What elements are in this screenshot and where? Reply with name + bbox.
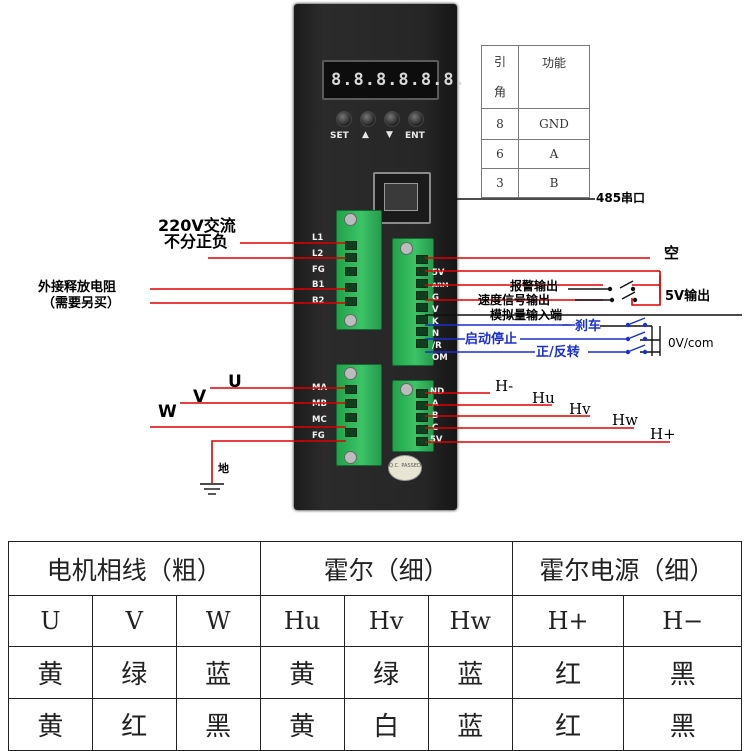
motor-u-label: U	[228, 372, 242, 392]
ov-com-label: 0V/com	[668, 336, 714, 350]
hall-hw-label: Hw	[612, 411, 638, 429]
pin-label-r: /R	[432, 341, 442, 351]
enter-button[interactable]	[408, 111, 424, 127]
pin-label-v: V	[432, 305, 439, 315]
pin-table-header: 引 角 功能	[481, 45, 590, 109]
color-row-b: 黄 红 黑 黄 白 蓝 红 黑	[8, 698, 742, 751]
pin-label-n: N	[432, 329, 440, 339]
pin-label-gnd: ND	[430, 387, 445, 397]
rs485-port	[373, 172, 431, 224]
pin-label-b2: B2	[312, 296, 325, 306]
pin-header-cell: 引 角	[481, 45, 519, 109]
qc-passed-sticker: Q.C. PASSED	[388, 455, 422, 481]
motor-terminal-block	[336, 364, 382, 466]
wire-color-table: 电机相线（粗） 霍尔（细） 霍尔电源（细） U V W Hu Hv Hw H+ …	[8, 541, 743, 751]
terminal-screw	[344, 213, 357, 226]
down-button[interactable]	[384, 111, 400, 127]
terminal-screw	[400, 242, 413, 255]
motor-phase-header: 电机相线（粗）	[8, 541, 261, 596]
ac-input-label-1: 220V交流	[158, 216, 236, 235]
resistor-label-1: 外接释放电阻	[38, 280, 117, 295]
forward-reverse-label: 正/反转	[536, 345, 580, 360]
hall-header: 霍尔（细）	[259, 541, 513, 596]
set-button[interactable]	[336, 111, 352, 127]
led-display: 8.8.8.8.8.8.	[322, 60, 465, 100]
speed-output-label: 速度信号输出	[478, 293, 551, 307]
hall-minus-label: H-	[495, 377, 514, 395]
empty-pin-label: 空	[664, 244, 680, 262]
pin-label-fg: FG	[312, 265, 325, 275]
five-v-output-label: 5V输出	[665, 289, 711, 304]
color-row-a: 黄 绿 蓝 黄 绿 蓝 红 黑	[8, 646, 742, 699]
wire-table-header: 电机相线（粗） 霍尔（细） 霍尔电源（细）	[8, 541, 743, 596]
pin-label-l1: L1	[312, 233, 324, 243]
power-terminal-block	[336, 210, 382, 330]
pin-table-row: 3 B	[481, 168, 590, 198]
pin-label-k: K	[432, 317, 439, 327]
resistor-label-2: （需要另买）	[42, 296, 121, 311]
pin-table-row: 8 GND	[481, 108, 590, 140]
up-label: ▲	[362, 130, 369, 140]
display-digits: 8.8.8.8.8.8.	[331, 70, 466, 90]
pin-label-com: OM	[432, 353, 448, 363]
pin-label-fg2: FG	[312, 431, 325, 441]
signal-row: U V W Hu Hv Hw H+ H−	[8, 595, 742, 647]
terminal-screw	[400, 383, 413, 396]
terminal-screw	[344, 367, 357, 380]
function-header-cell: 功能	[518, 45, 590, 109]
hall-plus-label: H+	[650, 425, 676, 443]
hall-hv-label: Hv	[569, 400, 591, 418]
rs485-label: 485串口	[596, 191, 646, 205]
pin-label-b1: B1	[312, 280, 325, 290]
set-label: SET	[330, 131, 349, 141]
hall-hu-label: Hu	[532, 389, 555, 407]
ground-label: 地	[218, 462, 229, 475]
brake-label: 刹车	[575, 319, 602, 334]
pin-label-l2: L2	[312, 249, 324, 259]
pin-label-h5v: 5V	[430, 435, 443, 445]
pin-label-5v: 5V	[432, 268, 445, 278]
up-button[interactable]	[360, 111, 376, 127]
pin-function-table: 引 角 功能 8 GND 6 A 3 B	[481, 45, 590, 198]
wiring-diagram: 8.8.8.8.8.8. SET ▲ ▼ ENT Q.C. PASSED L1 …	[38, 4, 742, 510]
alarm-output-label: 报警输出	[510, 279, 559, 293]
hall-power-header: 霍尔电源（细）	[511, 541, 743, 596]
pin-table-row: 6 A	[481, 139, 590, 169]
motor-v-label: V	[193, 387, 207, 407]
wiring-lines	[150, 198, 742, 495]
pin-label-ha: A	[432, 399, 439, 409]
pin-label-mb: MB	[312, 399, 327, 409]
down-label: ▼	[386, 130, 393, 140]
pin-label-mc: MC	[312, 415, 327, 425]
analog-input-label: 模拟量输入端	[490, 308, 563, 322]
motor-w-label: W	[158, 402, 177, 422]
terminal-screw	[344, 451, 357, 464]
start-stop-label: 启动停止	[465, 332, 518, 347]
pin-label-g: G	[432, 293, 439, 303]
ac-input-label-2: 不分正负	[164, 232, 229, 251]
ent-label: ENT	[405, 131, 425, 141]
terminal-screw	[344, 314, 357, 327]
